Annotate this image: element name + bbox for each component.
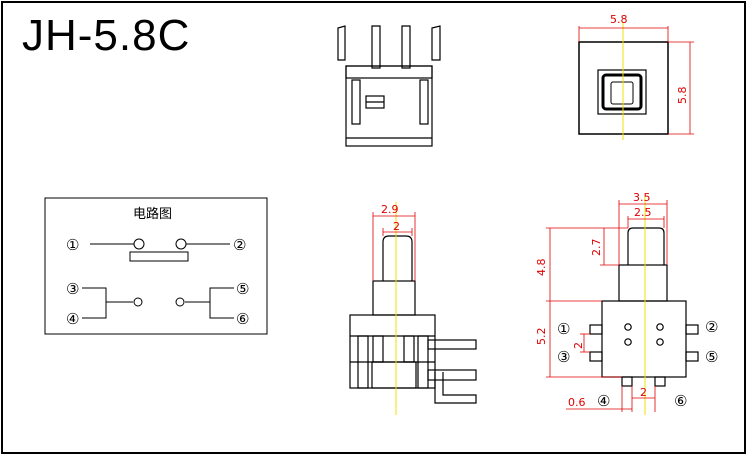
- dim-pin-pitch-horizontal: 2: [640, 386, 647, 399]
- front-view-dims: [372, 202, 416, 415]
- circuit-pin-6: ⑥: [236, 310, 249, 328]
- dim-top-width: 5.8: [610, 13, 628, 26]
- side-pin-4: ④: [597, 392, 610, 410]
- circuit-title: 电路图: [133, 206, 172, 222]
- side-pin-5: ⑤: [705, 348, 718, 366]
- dim-side-body-height: 5.2: [535, 328, 548, 346]
- dim-pin-pitch-vertical: 2: [572, 342, 585, 349]
- part-number-title: JH-5.8C: [22, 11, 191, 60]
- top-view: [578, 22, 694, 140]
- dim-front-width: 2.9: [381, 203, 399, 216]
- pin-side-view: [589, 227, 699, 387]
- dim-top-height: 5.8: [676, 87, 689, 105]
- circuit-diagram: [44, 197, 268, 335]
- circuit-pin-4: ④: [66, 310, 79, 328]
- pin-side-dims: [546, 195, 668, 415]
- dim-front-button: 2: [393, 220, 400, 233]
- circuit-pin-1: ①: [66, 236, 79, 254]
- dim-side-inner-width: 2.5: [634, 206, 652, 219]
- side-pin-6: ⑥: [674, 392, 687, 410]
- circuit-pin-2: ②: [233, 236, 246, 254]
- side-pin-3: ③: [557, 348, 570, 366]
- side-pin-1: ①: [557, 320, 570, 338]
- circuit-pin-3: ③: [66, 280, 79, 298]
- dim-side-button-height: 2.7: [590, 239, 603, 257]
- dim-pin-offset: 0.6: [568, 396, 586, 409]
- side-pin-2: ②: [705, 318, 718, 336]
- dim-side-outer-width: 3.5: [633, 191, 651, 204]
- dim-side-total-height: 4.8: [535, 259, 548, 277]
- circuit-pin-5: ⑤: [236, 280, 249, 298]
- side-profile-view: [337, 25, 441, 147]
- front-view: [349, 235, 477, 404]
